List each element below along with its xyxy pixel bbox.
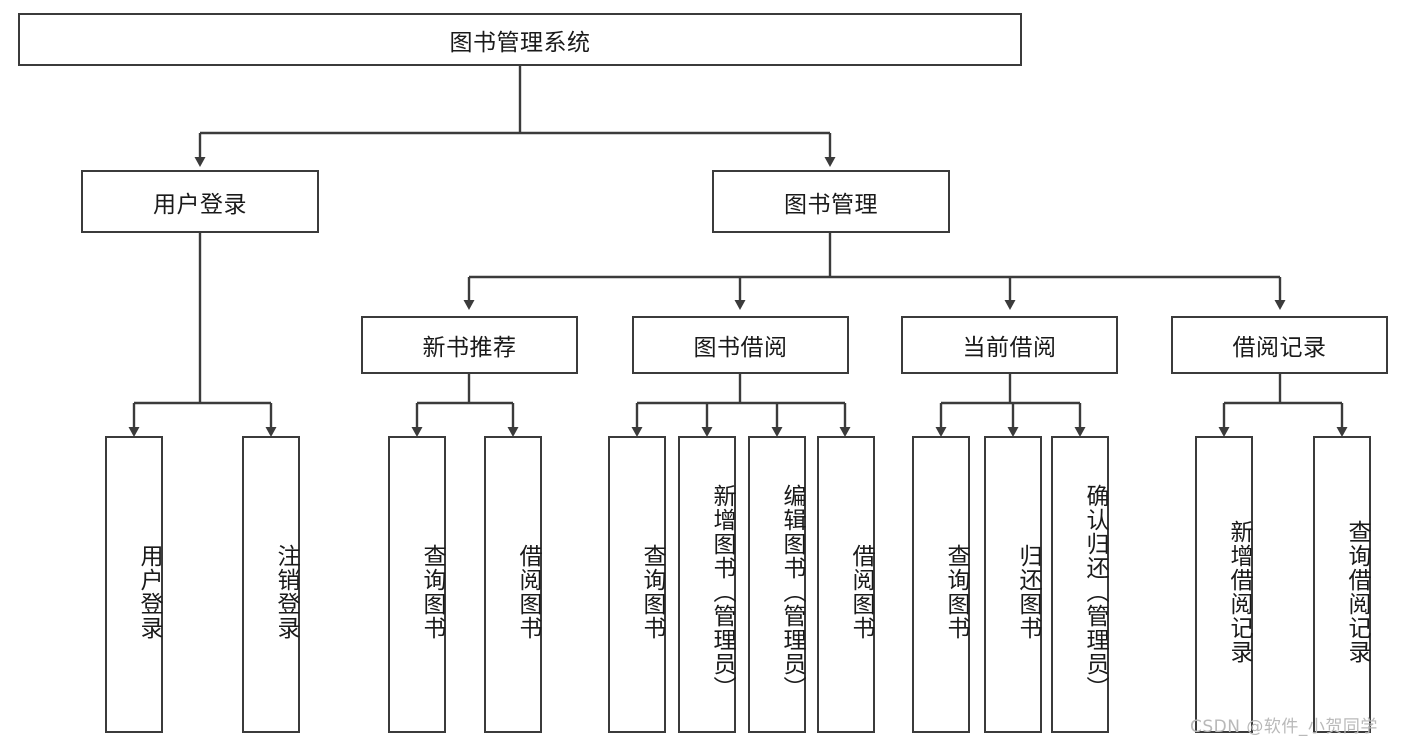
node-leaf-query-book-2[interactable]: 查询图书 [608,436,666,733]
node-leaf-add-record-label: 新增借阅记录 [1226,519,1252,664]
node-leaf-query-book-1-label: 查询图书 [419,543,445,640]
node-book-borrow-label: 图书借阅 [693,335,788,361]
node-leaf-add-book-label: 新增图书（管理员） [709,483,735,700]
node-leaf-return-book-label: 归还图书 [1015,543,1041,640]
node-leaf-borrow-book-1-label: 借阅图书 [515,543,541,640]
node-leaf-borrow-book-2[interactable]: 借阅图书 [817,436,875,733]
node-leaf-user-login-label: 用户登录 [136,543,162,640]
node-leaf-confirm-return-label: 确认归还（管理员） [1082,483,1108,700]
node-leaf-query-record[interactable]: 查询借阅记录 [1313,436,1371,733]
node-leaf-borrow-book-1[interactable]: 借阅图书 [484,436,542,733]
node-leaf-query-book-3[interactable]: 查询图书 [912,436,970,733]
node-new-book-rec[interactable]: 新书推荐 [361,316,578,374]
node-leaf-logout-label: 注销登录 [273,543,299,640]
node-leaf-query-record-label: 查询借阅记录 [1344,519,1370,664]
node-leaf-edit-book-label: 编辑图书（管理员） [779,483,805,700]
node-book-borrow[interactable]: 图书借阅 [632,316,849,374]
node-user-login[interactable]: 用户登录 [81,170,319,233]
csdn-watermark: CSDN @软件_小贺同学 [1190,717,1378,737]
node-leaf-query-book-3-label: 查询图书 [943,543,969,640]
node-borrow-record[interactable]: 借阅记录 [1171,316,1388,374]
node-leaf-query-book-1[interactable]: 查询图书 [388,436,446,733]
node-leaf-user-login[interactable]: 用户登录 [105,436,163,733]
node-leaf-borrow-book-2-label: 借阅图书 [848,543,874,640]
node-leaf-edit-book[interactable]: 编辑图书（管理员） [748,436,806,733]
node-book-manage-label: 图书管理 [784,191,878,218]
node-current-borrow[interactable]: 当前借阅 [901,316,1118,374]
node-borrow-record-label: 借阅记录 [1232,335,1327,361]
node-root-label: 图书管理系统 [449,29,591,56]
node-leaf-return-book[interactable]: 归还图书 [984,436,1042,733]
node-user-login-label: 用户登录 [153,191,247,218]
node-leaf-add-record[interactable]: 新增借阅记录 [1195,436,1253,733]
node-leaf-add-book[interactable]: 新增图书（管理员） [678,436,736,733]
node-leaf-confirm-return[interactable]: 确认归还（管理员） [1051,436,1109,733]
node-root[interactable]: 图书管理系统 [18,13,1022,66]
node-book-manage[interactable]: 图书管理 [712,170,950,233]
node-leaf-logout[interactable]: 注销登录 [242,436,300,733]
node-leaf-query-book-2-label: 查询图书 [639,543,665,640]
node-current-borrow-label: 当前借阅 [962,335,1057,361]
node-new-book-rec-label: 新书推荐 [422,335,517,361]
